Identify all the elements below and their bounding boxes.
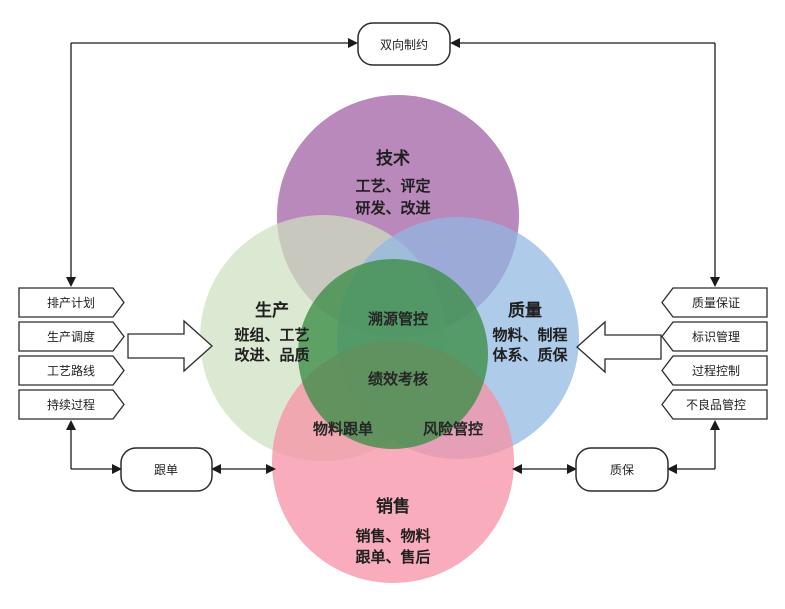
tech-title: 技术: [376, 148, 410, 169]
bottom-right-pill-label: 质保: [610, 463, 634, 477]
inner-performance: 绩效考核: [368, 370, 428, 388]
sales-line2: 跟单、售后: [355, 548, 430, 566]
quality-line2: 体系、质保: [492, 346, 568, 364]
bottom-right-pill: [575, 447, 669, 492]
right-box-1: 质量保证: [661, 287, 768, 318]
left-box-4: 持续过程: [18, 389, 125, 420]
inner-material-follow: 物料跟单: [313, 420, 373, 438]
right-box-2: 标识管理: [661, 321, 768, 352]
sales-title: 销售: [376, 496, 410, 517]
bottom-left-pill: [120, 447, 213, 492]
left-box-4-label: 持续过程: [47, 397, 95, 412]
production-title: 生产: [255, 300, 289, 321]
circle-center: [298, 259, 488, 449]
tech-line2: 研发、改进: [355, 199, 430, 217]
left-box-3: 工艺路线: [18, 355, 125, 386]
inner-trace: 溯源管控: [368, 310, 428, 328]
right-box-3-label: 过程控制: [692, 363, 740, 378]
left-box-1: 排产计划: [18, 287, 125, 318]
right-hollow-arrow: [576, 320, 662, 374]
right-box-4: 不良品管控: [661, 389, 768, 420]
left-box-2: 生产调度: [18, 321, 125, 352]
tech-line1: 工艺、评定: [355, 177, 430, 195]
right-box-2-label: 标识管理: [692, 329, 740, 344]
left-box-1-label: 排产计划: [47, 296, 95, 310]
top-pill-label: 双向制约: [380, 37, 428, 52]
right-box-4-label: 不良品管控: [686, 397, 746, 412]
bottom-left-pill-label: 跟单: [154, 463, 178, 477]
sales-line1: 销售、物料: [355, 527, 430, 545]
right-box-1-label: 质量保证: [692, 296, 740, 310]
left-box-3-label: 工艺路线: [47, 363, 95, 378]
quality-title: 质量: [508, 300, 542, 321]
left-box-2-label: 生产调度: [47, 329, 95, 344]
right-box-3: 过程控制: [661, 355, 768, 386]
production-line2: 改进、品质: [234, 346, 309, 364]
left-hollow-arrow: [127, 319, 213, 373]
inner-risk: 风险管控: [423, 420, 483, 438]
production-line1: 班组、工艺: [234, 326, 309, 344]
quality-line1: 物料、制程: [492, 326, 567, 344]
